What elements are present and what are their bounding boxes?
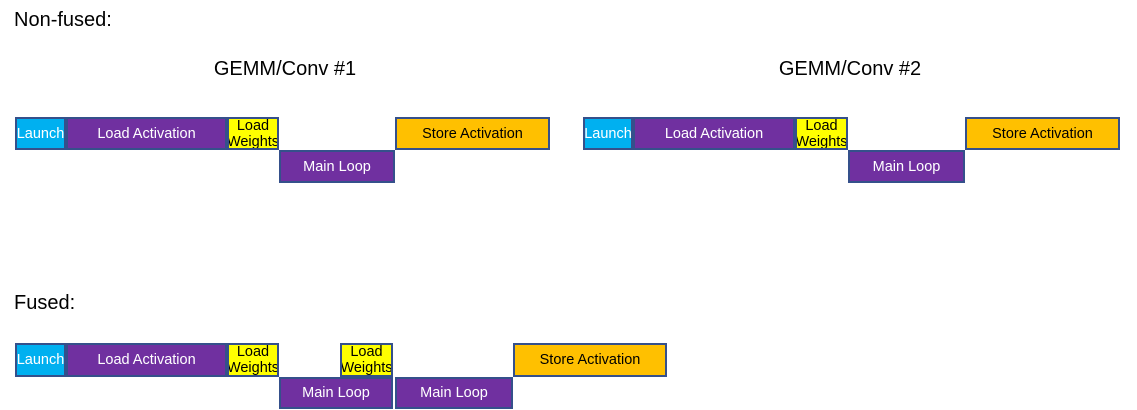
fused-section-label: Fused: [14, 292, 76, 314]
timeline-bar-label: Load [236, 344, 270, 360]
timeline-bar-label: Load Activation [97, 125, 196, 142]
timeline-bar-label: Load [350, 344, 383, 360]
gemm-conv-1-title: GEMM/Conv #1 [213, 58, 357, 80]
timeline-bar-label: Load Activation [664, 125, 764, 142]
non-fused-section-label: Non-fused: [14, 9, 112, 31]
gemm-conv-2-title: GEMM/Conv #2 [778, 58, 922, 80]
timeline-bar-label: Launch [16, 352, 65, 368]
timeline-bar-label: Store Activation [992, 125, 1093, 142]
timeline-bar-load-activation: Load Activation [633, 117, 795, 150]
timeline-bar-label: Weights [227, 360, 279, 376]
timeline-bar-launch: Launch [583, 117, 633, 150]
timeline-bar-label: Weights [340, 360, 393, 376]
timeline-bar-main-loop: Main Loop [395, 377, 513, 409]
timeline-bar-load-activation: Load Activation [66, 343, 227, 377]
timeline-bar-load-activation: Load Activation [66, 117, 227, 150]
timeline-bar-label: Main Loop [302, 385, 370, 401]
timeline-bar-label: Launch [16, 125, 65, 142]
timeline-bar-main-loop: Main Loop [848, 150, 965, 183]
timeline-bar-label: Main Loop [872, 158, 941, 175]
timeline-bar-label: Load [805, 117, 838, 134]
timeline-bar-store-activation: Store Activation [395, 117, 550, 150]
timeline-bar-main-loop: Main Loop [279, 377, 393, 409]
timeline-bar-label: Load Activation [97, 352, 196, 368]
timeline-bar-label: Launch [584, 125, 632, 142]
timeline-bar-main-loop: Main Loop [279, 150, 395, 183]
timeline-bar-launch: Launch [15, 343, 66, 377]
timeline-bar-label: Store Activation [539, 352, 641, 368]
timeline-bar-label: Store Activation [422, 125, 523, 142]
timeline-bar-label: Load [236, 117, 270, 134]
timeline-bar-store-activation: Store Activation [965, 117, 1120, 150]
timeline-bar-label: Weights [227, 133, 279, 150]
timeline-bar-launch: Launch [15, 117, 66, 150]
timeline-bar-store-activation: Store Activation [513, 343, 667, 377]
timeline-bar-label: Main Loop [303, 158, 371, 175]
timeline-bar-label: Main Loop [420, 385, 488, 401]
timeline-bar-label: Weights [795, 133, 848, 150]
